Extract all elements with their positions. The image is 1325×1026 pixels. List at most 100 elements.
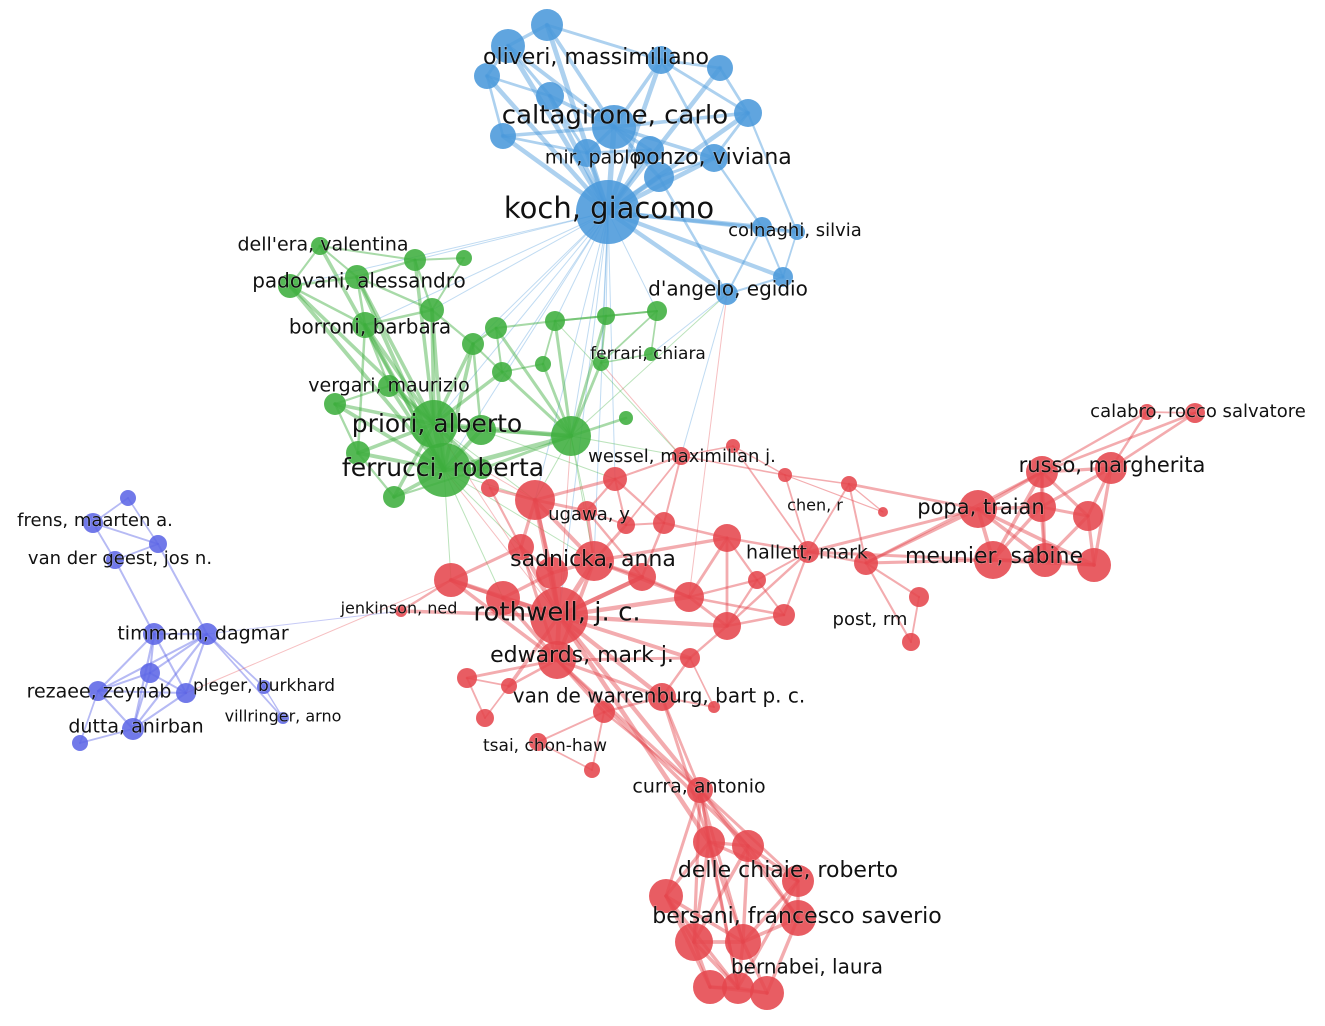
author-node[interactable] [530, 587, 588, 645]
author-node[interactable] [644, 162, 674, 192]
author-node[interactable] [140, 663, 160, 683]
author-node[interactable] [462, 333, 484, 355]
author-node[interactable] [345, 265, 369, 289]
author-node[interactable] [574, 541, 614, 581]
author-node[interactable] [649, 879, 683, 913]
author-node[interactable] [597, 307, 615, 325]
author-node[interactable] [122, 718, 144, 740]
author-node[interactable] [535, 356, 551, 372]
author-node[interactable] [707, 55, 733, 81]
author-node[interactable] [778, 468, 792, 482]
author-node[interactable] [797, 541, 819, 563]
author-node[interactable] [529, 733, 547, 751]
author-node[interactable] [456, 250, 472, 266]
author-node[interactable] [149, 535, 167, 553]
author-node[interactable] [257, 680, 271, 694]
author-node[interactable] [531, 9, 563, 41]
author-node[interactable] [395, 605, 407, 617]
author-node[interactable] [106, 551, 124, 569]
author-node[interactable] [909, 587, 929, 607]
author-node[interactable] [693, 970, 727, 1004]
author-node[interactable] [576, 180, 640, 244]
author-node[interactable] [491, 29, 525, 63]
author-node[interactable] [773, 267, 793, 287]
author-node[interactable] [726, 439, 740, 453]
author-node[interactable] [672, 447, 690, 465]
author-node[interactable] [311, 237, 329, 255]
author-node[interactable] [592, 105, 636, 149]
author-node[interactable] [324, 393, 346, 415]
author-node[interactable] [593, 355, 609, 371]
author-node[interactable] [410, 400, 458, 448]
author-node[interactable] [628, 563, 656, 591]
author-node[interactable] [732, 830, 764, 862]
author-node[interactable] [773, 604, 795, 626]
author-node[interactable] [378, 375, 400, 397]
author-node[interactable] [420, 298, 444, 322]
author-node[interactable] [508, 534, 534, 560]
author-node[interactable] [476, 709, 494, 727]
author-node[interactable] [486, 581, 520, 615]
author-node[interactable] [841, 476, 857, 492]
author-node[interactable] [551, 416, 591, 456]
author-node[interactable] [959, 490, 997, 528]
author-node[interactable] [693, 826, 725, 858]
author-node[interactable] [352, 312, 378, 338]
author-node[interactable] [383, 486, 405, 508]
author-node[interactable] [472, 459, 492, 479]
author-node[interactable] [176, 683, 196, 703]
author-node[interactable] [573, 139, 601, 167]
author-node[interactable] [1073, 501, 1103, 531]
author-node[interactable] [481, 479, 499, 497]
author-node[interactable] [687, 777, 713, 803]
author-node[interactable] [782, 865, 814, 897]
author-node[interactable] [780, 900, 816, 936]
author-node[interactable] [346, 441, 370, 465]
author-node[interactable] [72, 735, 88, 751]
author-node[interactable] [1026, 492, 1056, 522]
author-node[interactable] [404, 249, 426, 271]
author-node[interactable] [674, 582, 704, 612]
author-node[interactable] [636, 136, 664, 164]
author-node[interactable] [1028, 543, 1062, 577]
author-node[interactable] [88, 681, 108, 701]
author-node[interactable] [619, 411, 633, 425]
author-node[interactable] [515, 480, 555, 520]
author-node[interactable] [700, 144, 728, 172]
author-node[interactable] [1139, 404, 1155, 420]
author-node[interactable] [1185, 403, 1205, 423]
author-node[interactable] [734, 99, 762, 127]
author-node[interactable] [716, 283, 738, 305]
author-node[interactable] [644, 347, 658, 361]
author-node[interactable] [545, 311, 565, 331]
author-node[interactable] [83, 513, 103, 533]
author-node[interactable] [538, 641, 576, 679]
author-node[interactable] [536, 82, 564, 110]
author-node[interactable] [708, 701, 720, 713]
author-node[interactable] [457, 668, 477, 688]
author-node[interactable] [492, 362, 512, 382]
author-node[interactable] [974, 541, 1012, 579]
author-node[interactable] [789, 224, 805, 240]
author-node[interactable] [1077, 548, 1111, 582]
author-node[interactable] [680, 648, 700, 668]
author-node[interactable] [854, 551, 878, 575]
author-node[interactable] [490, 123, 516, 149]
author-node[interactable] [277, 712, 289, 724]
author-node[interactable] [593, 701, 615, 723]
author-node[interactable] [722, 972, 754, 1004]
author-node[interactable] [603, 467, 627, 491]
author-node[interactable] [653, 512, 675, 534]
author-node[interactable] [143, 623, 165, 645]
author-node[interactable] [196, 623, 218, 645]
author-node[interactable] [647, 46, 675, 74]
author-node[interactable] [713, 524, 741, 552]
author-node[interactable] [577, 501, 597, 521]
author-node[interactable] [434, 563, 468, 597]
author-node[interactable] [584, 762, 600, 778]
author-node[interactable] [466, 415, 496, 445]
author-node[interactable] [417, 443, 471, 497]
author-node[interactable] [725, 924, 761, 960]
author-node[interactable] [120, 490, 136, 506]
author-node[interactable] [752, 217, 772, 237]
